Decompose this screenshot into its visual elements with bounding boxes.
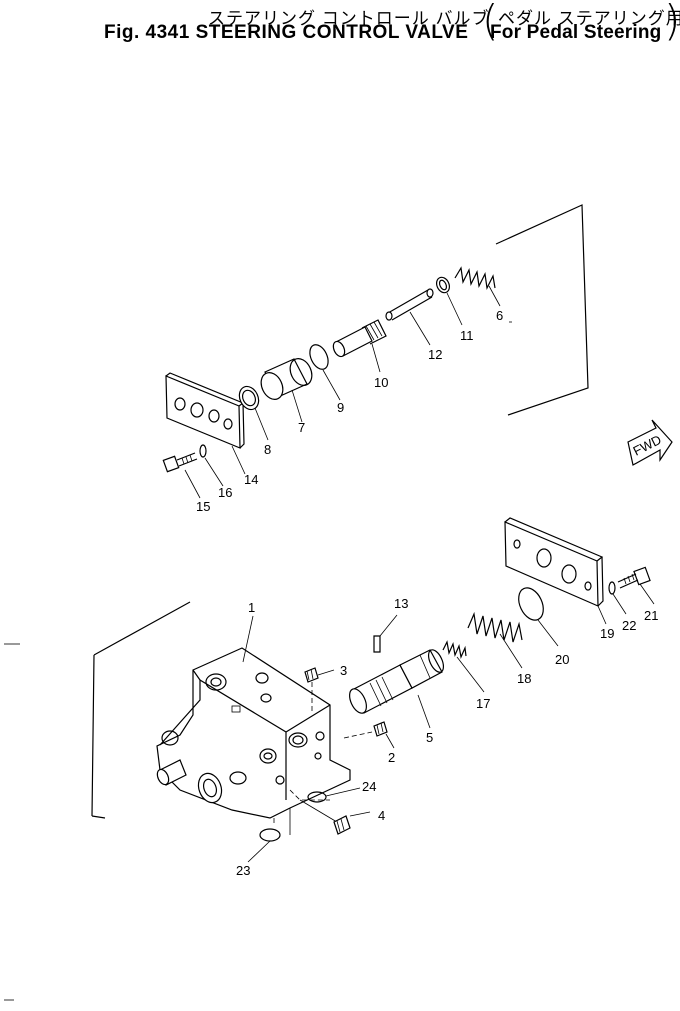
title-en: Fig. 4341 STEERING CONTROL VALVE xyxy=(104,22,469,43)
callout-14: 14 xyxy=(244,472,258,487)
part-17-spring xyxy=(442,640,467,660)
callout-24: 24 xyxy=(362,779,376,794)
part-19-plate xyxy=(504,517,604,607)
upper-leaders xyxy=(184,285,501,499)
part-14-plate xyxy=(165,372,245,449)
subtitle-en: For Pedal Steering xyxy=(490,22,662,43)
callout-3: 3 xyxy=(340,663,347,678)
callout-19: 19 xyxy=(600,626,614,641)
upper-bracket-line xyxy=(495,204,589,416)
part-2-plug xyxy=(373,721,388,737)
callout-12: 12 xyxy=(428,347,442,362)
fwd-arrow-icon: FWD xyxy=(627,419,673,466)
part-4-plug xyxy=(333,815,351,835)
part-8-bushing xyxy=(238,385,260,411)
callout-23: 23 xyxy=(236,863,250,878)
callout-15: 15 xyxy=(196,499,210,514)
callout-21: 21 xyxy=(644,608,658,623)
callout-4: 4 xyxy=(378,808,385,823)
part-13-pin xyxy=(373,635,381,653)
open-paren: ( xyxy=(482,0,499,45)
callout-10: 10 xyxy=(374,375,388,390)
part-21-bolt xyxy=(617,566,651,589)
callout-9: 9 xyxy=(337,400,344,415)
part-24-o-ring xyxy=(307,791,327,803)
part-6-spring xyxy=(454,266,496,290)
subtitle-jp: ペダル ステアリング用 xyxy=(498,9,680,28)
part-10-spool xyxy=(332,319,387,358)
part-22-washer xyxy=(608,581,616,595)
part-1-valve-body xyxy=(91,601,351,819)
callout-2: 2 xyxy=(388,750,395,765)
close-paren: ) xyxy=(664,0,680,45)
part-7-sleeve xyxy=(260,358,313,400)
callout-13: 13 xyxy=(394,596,408,611)
part-20-o-ring xyxy=(518,587,544,621)
title-jp: ステアリング コントロール バルブ xyxy=(208,9,490,28)
part-23-o-ring xyxy=(259,828,281,842)
part-9-o-ring xyxy=(309,344,329,370)
part-3-plug xyxy=(304,667,319,683)
part-11-ring xyxy=(435,276,451,294)
part-5-spool xyxy=(349,649,445,714)
callout-11: 11 xyxy=(460,328,474,343)
part-15-bolt xyxy=(162,452,198,473)
callout-16: 16 xyxy=(218,485,232,500)
callout-20: 20 xyxy=(555,652,569,667)
callout-6: 6 xyxy=(496,308,503,323)
callout-17: 17 xyxy=(476,696,490,711)
callout-5: 5 xyxy=(426,730,433,745)
callout-8: 8 xyxy=(264,442,271,457)
lower-leaders xyxy=(242,583,655,863)
callout-18: 18 xyxy=(517,671,531,686)
part-16-washer xyxy=(199,444,207,458)
part-18-spring xyxy=(467,611,523,643)
callout-7: 7 xyxy=(298,420,305,435)
callout-22: 22 xyxy=(622,618,636,633)
part-12-rod xyxy=(385,288,434,321)
callout-1: 1 xyxy=(248,600,255,615)
